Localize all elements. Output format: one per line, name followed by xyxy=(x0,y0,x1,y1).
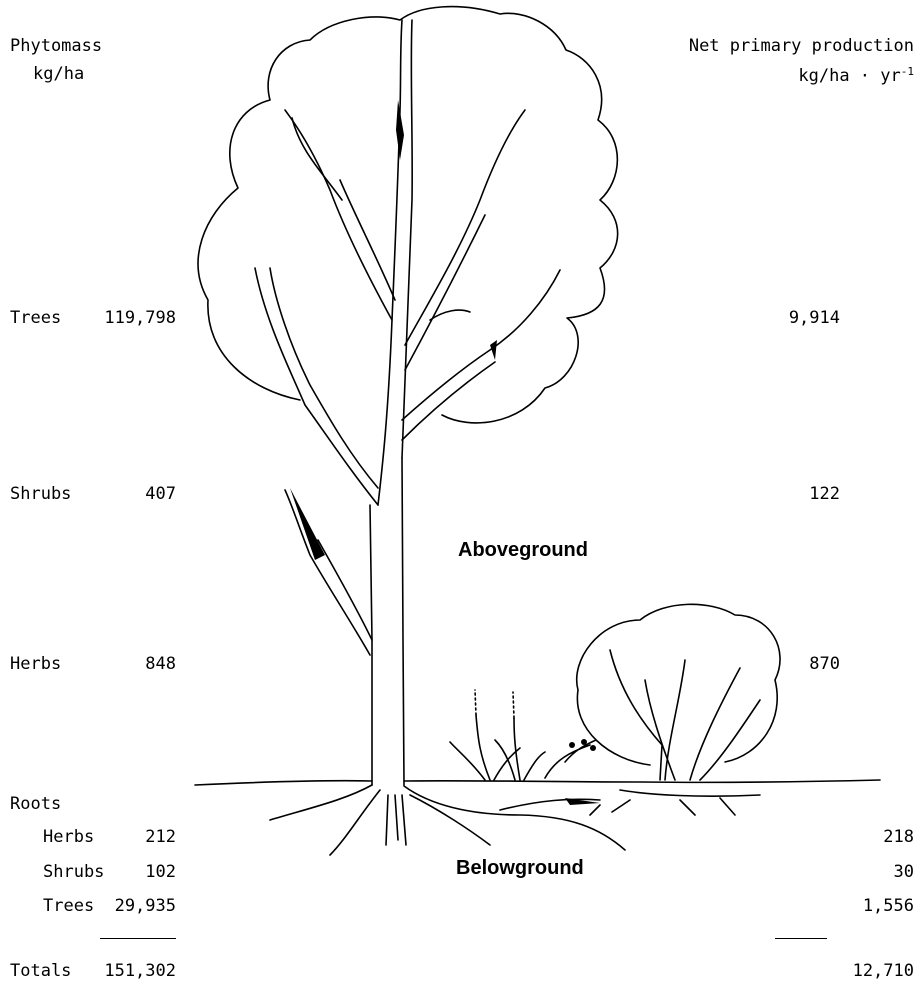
roots-item-npp: 1,556 xyxy=(863,898,914,915)
row-phytomass: 407 xyxy=(145,486,176,503)
right-total-rule xyxy=(775,938,827,939)
totals-phytomass: 151,302 xyxy=(104,963,176,980)
roots-item-phytomass: 212 xyxy=(145,829,176,846)
totals-label: Totals xyxy=(10,963,71,980)
row-npp: 122 xyxy=(809,486,840,503)
npp-unit: kg/ha · yr-1 xyxy=(798,66,914,85)
phytomass-unit: kg/ha xyxy=(33,66,84,83)
roots-label: Roots xyxy=(10,796,61,813)
row-label: Herbs xyxy=(10,656,61,673)
ground-line xyxy=(195,780,880,785)
tree-trunk-left xyxy=(370,505,372,785)
roots-item-phytomass: 102 xyxy=(145,864,176,881)
roots-item-label: Trees xyxy=(43,898,94,915)
left-total-rule xyxy=(100,938,176,939)
roots-item-label: Herbs xyxy=(43,829,94,846)
tree-trunk-right xyxy=(402,458,404,785)
aboveground-label: Aboveground xyxy=(458,540,588,560)
row-phytomass: 848 xyxy=(145,656,176,673)
row-phytomass: 119,798 xyxy=(104,310,176,327)
row-label: Trees xyxy=(10,310,61,327)
totals-npp: 12,710 xyxy=(853,963,914,980)
tree-roots xyxy=(270,785,625,855)
herbs xyxy=(450,715,596,780)
npp-title: Net primary production xyxy=(689,38,914,55)
tree-crown xyxy=(198,7,618,423)
roots-item-label: Shrubs xyxy=(43,864,104,881)
row-npp: 9,914 xyxy=(789,310,840,327)
shrub-crown xyxy=(577,604,780,765)
phytomass-title: Phytomass xyxy=(10,38,102,55)
row-npp: 870 xyxy=(809,656,840,673)
row-label: Shrubs xyxy=(10,486,71,503)
roots-item-npp: 218 xyxy=(883,829,914,846)
roots-item-phytomass: 29,935 xyxy=(115,898,176,915)
roots-item-npp: 30 xyxy=(894,864,914,881)
npp-unit-exponent: -1 xyxy=(901,65,914,78)
belowground-label: Belowground xyxy=(456,858,584,878)
